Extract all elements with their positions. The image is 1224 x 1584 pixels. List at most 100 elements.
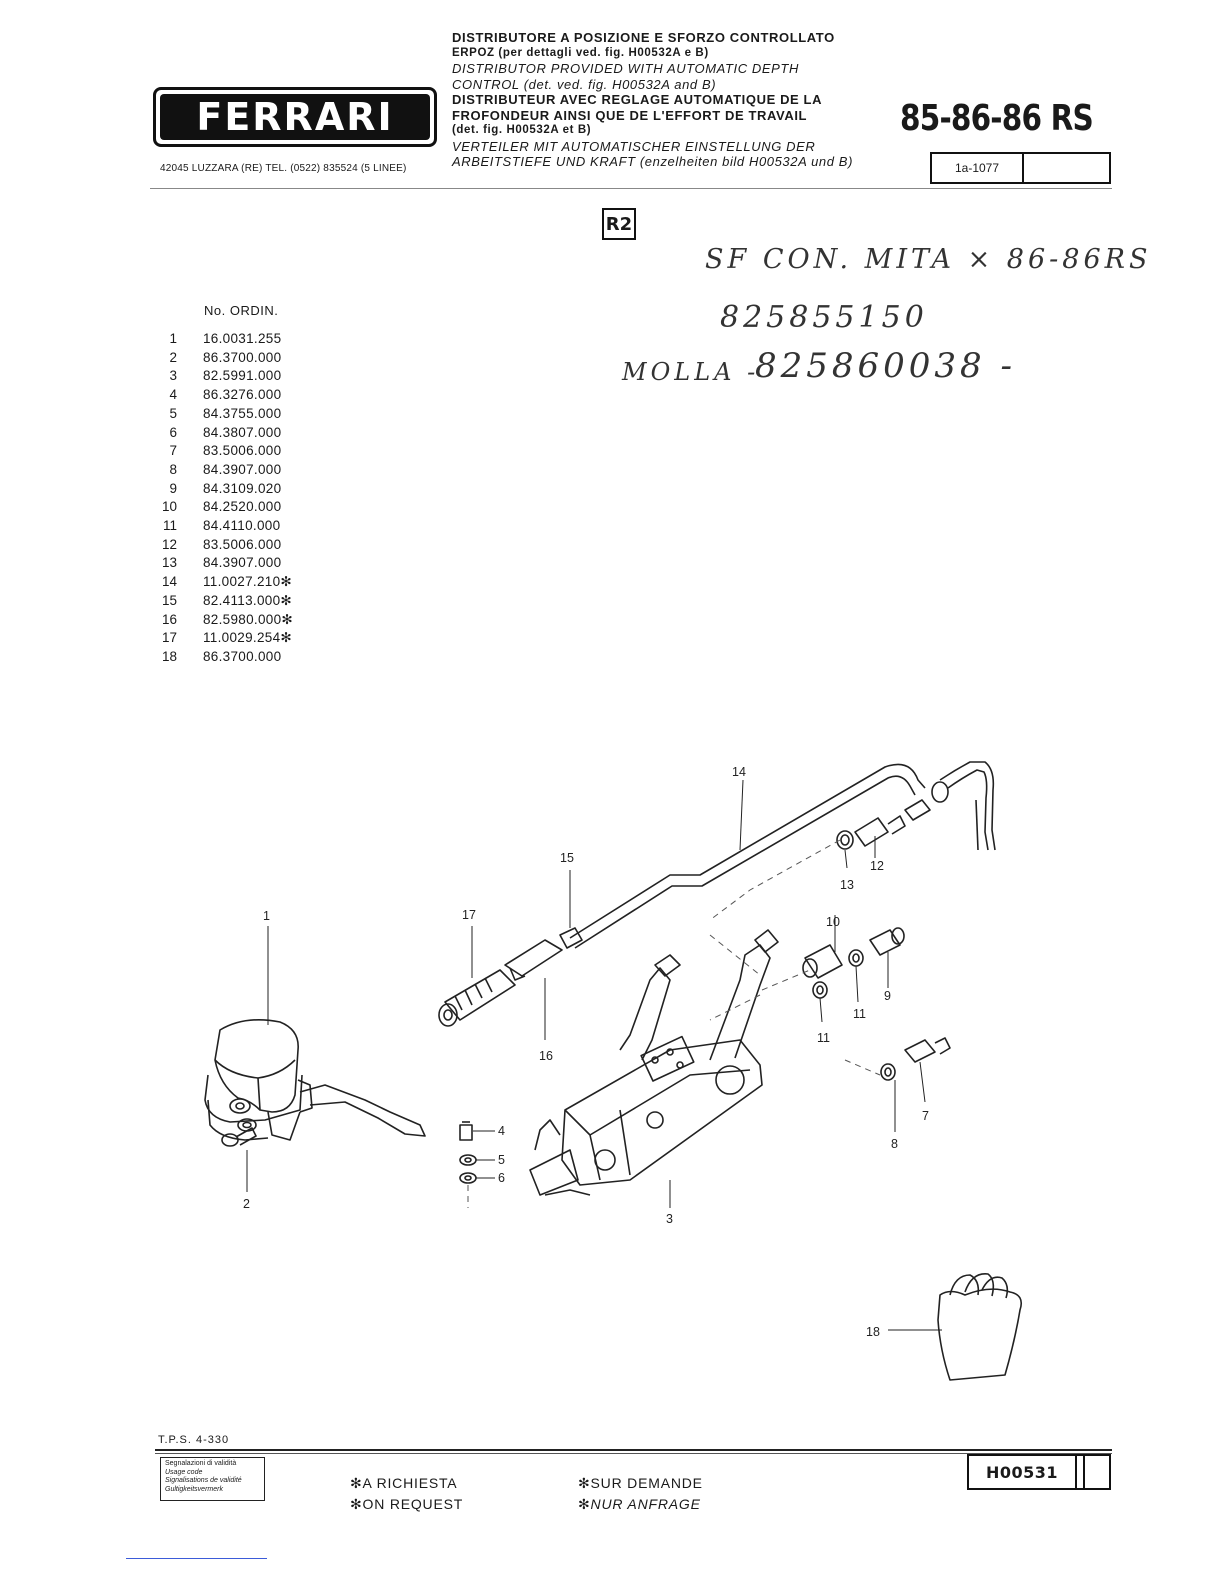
part-15-nut (559, 927, 583, 949)
callout-12: 12 (870, 859, 884, 873)
footer-divider-thin (155, 1453, 1112, 1454)
parts-row: 18 86.3700.000 (155, 648, 293, 667)
part-number: 7 (169, 443, 177, 459)
part-number: 16 (161, 611, 177, 627)
part-14-pipe (569, 761, 996, 949)
part-12-fitting (854, 781, 949, 847)
parts-row: 16 82.5980.000✻ (155, 611, 293, 630)
parts-row: 2 86.3700.000 (155, 349, 293, 368)
order-code: 83.5006.000 (203, 536, 282, 552)
callout-11b: 11 (817, 1031, 830, 1045)
page-code-box: 1a-1077 (930, 152, 1111, 184)
parts-row: 17 11.0029.254✻ (155, 629, 293, 648)
part-number: 15 (161, 592, 177, 608)
part-number: 1 (169, 331, 177, 346)
title-italian-1: DISTRIBUTORE A POSIZIONE E SFORZO CONTRO… (452, 30, 835, 45)
part-5-washer (459, 1154, 477, 1166)
parts-row: 11 84.4110.000 (155, 517, 293, 536)
order-code: 11.0027.210✻ (203, 574, 292, 590)
callout-18: 18 (866, 1325, 880, 1339)
parts-row: 8 84.3907.000 (155, 461, 293, 480)
callout-17: 17 (462, 908, 476, 922)
part-1-bracket (204, 1019, 426, 1141)
callout-2: 2 (243, 1197, 250, 1211)
part-number: 12 (161, 536, 177, 552)
on-request-italian: ✻A RICHIESTA (350, 1475, 458, 1491)
part-number: 17 (161, 630, 177, 646)
parts-row: 13 84.3907.000 (155, 554, 293, 573)
parts-row: 1 16.0031.255 (155, 330, 293, 349)
on-request-french: ✻SUR DEMANDE (578, 1475, 703, 1491)
callout-8: 8 (891, 1137, 898, 1151)
validity-line-4: Gultigkeitsvermerk (165, 1485, 223, 1493)
callout-1: 1 (263, 909, 270, 923)
on-request-english: ✻ON REQUEST (350, 1496, 464, 1512)
part-number: 6 (169, 424, 177, 440)
part-number: 11 (162, 518, 177, 534)
part-number: 8 (169, 461, 177, 477)
handwritten-note-3-code: 825860038 - (755, 346, 1016, 386)
part-8-washer (880, 1063, 896, 1081)
parts-row: 12 83.5006.000 (155, 536, 293, 555)
part-number: 2 (169, 349, 177, 365)
callout-7: 7 (922, 1109, 929, 1123)
part-6-washer (459, 1172, 477, 1184)
section-badge: R2 (602, 208, 636, 240)
tps-code: T.P.S. 4-330 (158, 1434, 230, 1446)
order-code: 16.0031.255 (203, 331, 282, 346)
part-3-valve-body (529, 929, 779, 1196)
order-code: 84.3807.000 (203, 424, 282, 440)
callout-5: 5 (498, 1153, 505, 1167)
order-code: 82.5980.000✻ (203, 611, 293, 627)
callout-6: 6 (498, 1171, 505, 1185)
callout-3: 3 (666, 1212, 673, 1226)
handwritten-note-1: SF CON. MITA × 86-86RS (705, 244, 1152, 275)
on-request-german: ✻NUR ANFRAGE (578, 1496, 701, 1512)
validity-line-3: Signalisations de validité (165, 1477, 242, 1484)
header-divider (150, 188, 1112, 189)
title-italian-2: ERPOZ (per dettagli ved. fig. H00532A e … (452, 46, 709, 59)
title-french-3: (det. fig. H00532A et B) (452, 124, 592, 136)
bottom-rule (126, 1558, 267, 1559)
title-english-1: DISTRIBUTOR PROVIDED WITH AUTOMATIC DEPT… (452, 61, 799, 76)
drawing-code-box: H00531 (967, 1454, 1111, 1490)
order-code: 84.4110.000 (203, 518, 281, 534)
order-code: 11.0029.254✻ (203, 630, 292, 646)
order-code: 84.3907.000 (203, 461, 282, 477)
part-number: 13 (161, 555, 177, 571)
company-address: 42045 LUZZARA (RE) TEL. (0522) 835524 (5… (160, 163, 407, 174)
order-code: 82.5991.000 (203, 368, 282, 384)
order-code: 84.3109.020 (203, 480, 282, 496)
validity-box: Segnalazioni di validità Usage code Sign… (160, 1457, 265, 1501)
part-number: 10 (161, 499, 177, 515)
order-code: 86.3700.000 (203, 648, 282, 664)
logo-text: FERRARI (160, 94, 430, 140)
callout-10: 10 (826, 915, 840, 929)
callout-16: 16 (539, 1049, 553, 1063)
drawing-code-cell (1077, 1456, 1085, 1488)
order-code: 82.4113.000✻ (203, 592, 292, 608)
on-request-note-1: ✻A RICHIESTA ✻ON REQUEST (350, 1473, 463, 1515)
order-code: 84.2520.000 (203, 499, 282, 515)
callout-15: 15 (560, 851, 574, 865)
part-number: 5 (169, 405, 177, 421)
callout-11a: 11 (853, 1007, 866, 1021)
ferrari-logo: FERRARI (153, 87, 437, 147)
part-13-washer (836, 830, 854, 850)
callout-4: 4 (498, 1124, 505, 1138)
document-titles: DISTRIBUTORE A POSIZIONE E SFORZO CONTRO… (452, 30, 892, 170)
order-code: 84.3907.000 (203, 555, 282, 571)
callout-13: 13 (840, 878, 854, 892)
part-10-elbow (802, 944, 843, 979)
drawing-code: H00531 (969, 1456, 1077, 1488)
part-number: 18 (161, 648, 177, 664)
validity-line-1: Segnalazioni di validità (165, 1460, 237, 1467)
order-code: 86.3700.000 (203, 349, 282, 365)
callout-9: 9 (884, 989, 891, 1003)
part-number: 9 (169, 480, 177, 496)
